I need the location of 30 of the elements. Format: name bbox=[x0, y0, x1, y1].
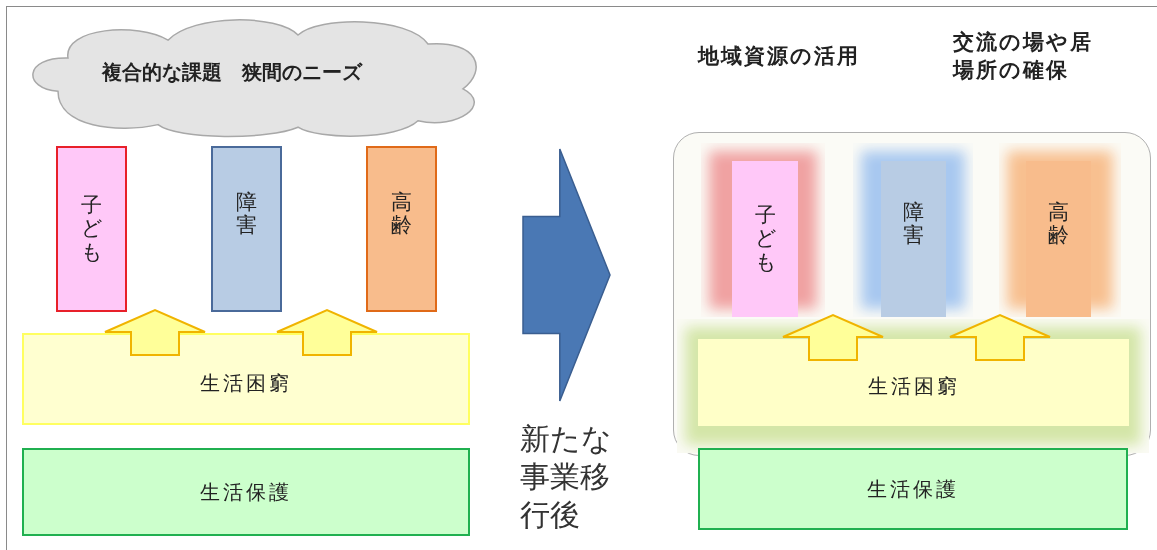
box-label: 子ども bbox=[81, 194, 102, 264]
block-arrow-up bbox=[782, 313, 884, 361]
arrow-caption: 新たな事業移行後 bbox=[520, 420, 613, 534]
block-arrow bbox=[522, 148, 612, 402]
glowing-category-box bbox=[853, 143, 973, 317]
heading-label: 交流の場や居場所の確保 bbox=[953, 29, 1094, 84]
block-arrow-up bbox=[949, 313, 1051, 361]
rounded-panel bbox=[673, 132, 1151, 456]
box-label: 高齢 bbox=[1048, 200, 1069, 248]
band-box bbox=[698, 339, 1129, 426]
band-box bbox=[22, 333, 470, 425]
band-label: 生活保護 bbox=[200, 478, 292, 506]
box-label: 障害 bbox=[903, 200, 924, 248]
band-box bbox=[698, 448, 1128, 530]
category-box bbox=[366, 146, 437, 312]
glowing-category-box bbox=[701, 143, 825, 317]
band-label: 生活保護 bbox=[867, 475, 959, 503]
box-label: 高齢 bbox=[391, 190, 412, 238]
block-arrow-up bbox=[104, 308, 206, 356]
band-box bbox=[22, 448, 470, 536]
band-label: 生活困窮 bbox=[867, 373, 960, 400]
glowing-category-box bbox=[999, 143, 1121, 317]
category-box bbox=[211, 146, 282, 312]
cloud-text: 複合的な課題 狭間のニーズ bbox=[102, 58, 362, 86]
heading-label: 地域資源の活用 bbox=[698, 43, 861, 70]
band-label: 生活困窮 bbox=[200, 369, 292, 397]
box-label: 子ども bbox=[754, 204, 776, 274]
box-label: 障害 bbox=[236, 190, 257, 238]
category-box bbox=[56, 146, 127, 312]
block-arrow-up bbox=[276, 308, 378, 356]
